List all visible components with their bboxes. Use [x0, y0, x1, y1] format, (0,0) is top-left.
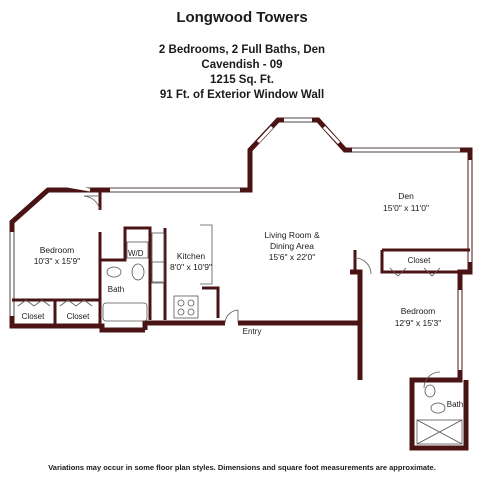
plan-title: Longwood Towers: [176, 9, 308, 26]
closet-left-b-label: Closet: [67, 312, 90, 321]
tub-icon: [102, 302, 148, 322]
room-labels: Bedroom 10'3" x 15'9" W/D Kitchen 8'0" x…: [22, 191, 464, 409]
living-name-2: Dining Area: [270, 241, 314, 251]
plan-summary: 2 Bedrooms, 2 Full Baths, Den: [158, 44, 326, 56]
bath-fixtures: [102, 263, 463, 445]
bedroom-left-name: Bedroom: [40, 245, 75, 255]
kitchen-size: 8'0" x 10'9": [170, 262, 212, 272]
footer-disclaimer: Variations may occur in some floor plan …: [48, 463, 436, 472]
plan-model: Cavendish - 09: [201, 59, 283, 71]
closet-doors: [17, 267, 441, 307]
toilet-icon: [424, 384, 436, 398]
door-swings: [83, 195, 441, 389]
shower-icon: [416, 419, 463, 445]
plan-window-wall: 91 Ft. of Exterior Window Wall: [159, 89, 325, 101]
exterior-walls: [9, 117, 473, 451]
kitchen-fixtures: [126, 224, 213, 319]
entry-label: Entry: [243, 327, 262, 336]
plan-area: 1215 Sq. Ft.: [210, 74, 274, 86]
closet-right-label: Closet: [408, 256, 431, 265]
bedroom-left-size: 10'3" x 15'9": [34, 256, 81, 266]
living-size: 15'6" x 22'0": [269, 252, 316, 262]
den-name: Den: [398, 191, 414, 201]
bath-left-label: Bath: [108, 285, 124, 294]
bath-right-label: Bath: [447, 400, 463, 409]
kitchen-name: Kitchen: [177, 251, 206, 261]
bedroom-right-size: 12'9" x 15'3": [395, 318, 442, 328]
windows: [9, 117, 472, 370]
bath-sink-icon: [106, 266, 122, 278]
toilet-icon: [131, 263, 145, 281]
washer-dryer-label: W/D: [128, 249, 144, 258]
sink-icon: [151, 261, 165, 283]
stove-icon: [173, 295, 199, 319]
interior-walls: [12, 190, 470, 395]
bath-sink-icon: [430, 402, 446, 414]
washer-dryer-icon: [126, 241, 149, 259]
closet-left-a-label: Closet: [22, 312, 45, 321]
den-size: 15'0" x 11'0": [383, 203, 429, 213]
living-name-1: Living Room &: [264, 230, 320, 240]
bedroom-right-name: Bedroom: [401, 306, 436, 316]
